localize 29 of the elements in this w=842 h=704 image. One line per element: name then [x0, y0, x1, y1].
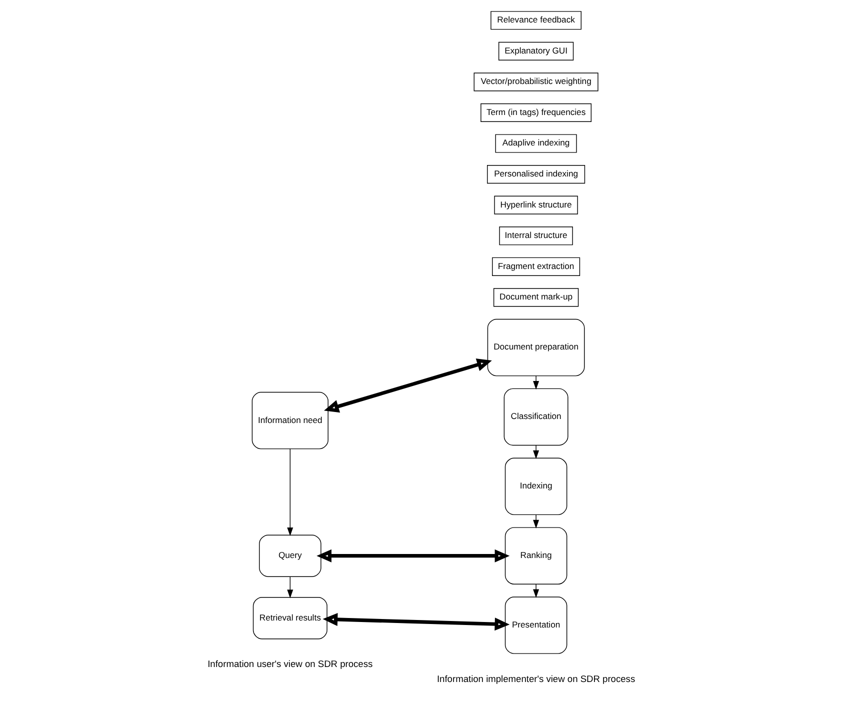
node-box: Relevance feedback — [490, 11, 581, 30]
node-box: Interral structure — [498, 226, 572, 246]
arrow — [322, 613, 510, 631]
arrow — [532, 584, 539, 598]
node-box: Query — [258, 534, 321, 577]
node-box: Personalised indexing — [486, 164, 585, 184]
node-box: Explanatory GUI — [498, 42, 574, 60]
arrow — [286, 576, 293, 598]
node-box: Indexing — [504, 458, 567, 516]
node-box: Vector/probabilistic weighting — [473, 72, 598, 92]
node-box: Hyperlink structure — [494, 196, 578, 214]
node-box: Information need — [251, 392, 328, 450]
label: Information implementer's view on SDR process — [436, 674, 635, 684]
label: Information user's view on SDR process — [207, 659, 372, 670]
node-box: Fragment extraction — [492, 257, 580, 276]
node-box: Retrieval results — [252, 597, 327, 640]
node-box: Adaplive indexing — [494, 134, 576, 153]
node-box: Document mark-up — [492, 288, 578, 307]
arrow — [316, 549, 510, 562]
arrow — [286, 448, 293, 536]
arrow — [532, 445, 539, 459]
node-box: Classification — [503, 388, 568, 446]
node-box: Document preparation — [486, 318, 584, 376]
node-box: Presentation — [504, 596, 567, 654]
arrow — [323, 358, 492, 413]
arrow — [532, 376, 539, 390]
node-box: Term (in tags) frequencies — [480, 103, 592, 122]
node-box: Ranking — [504, 527, 567, 584]
arrow — [532, 514, 539, 528]
